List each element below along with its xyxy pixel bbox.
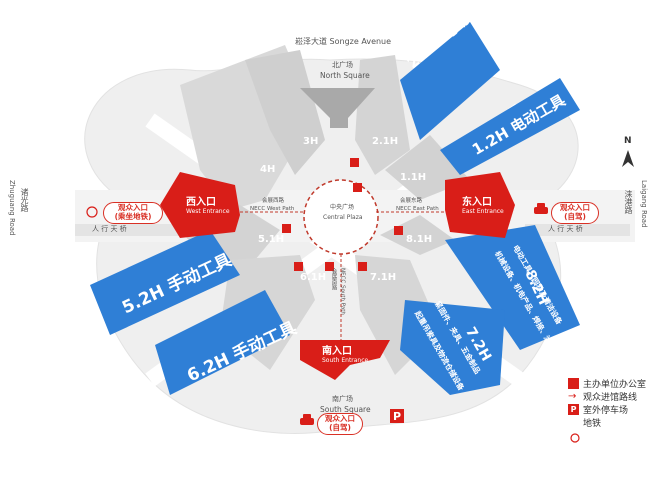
parking-icon (390, 409, 404, 423)
hall-2-1-shape (355, 55, 410, 175)
east-entrance[interactable]: 东入口 East Entrance (462, 197, 504, 215)
hall-6-2-block (155, 290, 290, 395)
south-visitor-entry-l2: (自驾) (329, 423, 351, 432)
east-visitor-entry-l1: 观众入口 (560, 203, 590, 212)
hall-5-1-label: 5.1H (258, 234, 285, 245)
compass-icon (622, 150, 634, 167)
west-visitor-entry-l2: (乘坐地铁) (114, 212, 152, 221)
hall-7-1-label: 7.1H (370, 272, 397, 283)
route-arrow-icon: → (568, 391, 577, 402)
hall-3h-label: 3H (303, 136, 319, 147)
east-entrance-shape (445, 172, 515, 238)
parking-mark: P (393, 410, 402, 423)
compass-label: N (624, 136, 632, 146)
west-visitor-entry: 观众入口 (乘坐地铁) (103, 202, 163, 224)
east-entrance-en: East Entrance (462, 207, 504, 215)
parking-legend-icon: P (568, 404, 579, 415)
south-square-cn: 南广场 (332, 395, 353, 403)
car-icon-east (534, 203, 548, 214)
blue-halls (90, 22, 580, 395)
hall-8-1-shape (380, 215, 455, 255)
legend-parking-label: 室外停车场 (583, 406, 629, 416)
metro-legend-icon (568, 417, 579, 428)
car-icon-south (300, 414, 314, 425)
hall-3h-shape (245, 50, 325, 175)
south-entrance-shape (300, 340, 390, 380)
west-visitor-entry-l1: 观众入口 (118, 203, 148, 212)
hall-6-1-label: 6.1H (300, 272, 327, 283)
metro-icon-legend (570, 433, 580, 443)
east-visitor-entry: 观众入口 (自驾) (551, 202, 599, 224)
west-entrance[interactable]: 西入口 West Entrance (186, 197, 230, 215)
legend-office-label: 主办单位办公室 (583, 380, 647, 390)
metro-icon-west (86, 206, 98, 218)
west-path-en: NECC West Path (250, 206, 295, 212)
east-path-cn: 会展东路 (400, 198, 423, 204)
walkway-east (525, 224, 630, 236)
east-entrance-cn: 东入口 (462, 197, 492, 208)
legend-office: 主办单位办公室 (568, 377, 646, 390)
south-path-cn: 会展南路 (330, 268, 337, 290)
legend-route-label: 观众进馆路线 (583, 393, 638, 403)
west-road-label-en: Zhuguang Road (8, 180, 16, 236)
hall-8-2-block (445, 225, 580, 350)
north-square-en: North Square (320, 71, 370, 80)
walkway-label-east: 人 行 天 桥 (548, 225, 583, 233)
office-markers (282, 158, 403, 271)
west-entrance-cn: 西入口 (186, 197, 216, 208)
south-square-en: South Square (320, 405, 371, 414)
hall-7-2-block (400, 300, 505, 395)
west-entrance-shape (160, 172, 240, 238)
south-entrance-cn: 南入口 (322, 346, 352, 357)
walkway-label-west: 人 行 天 桥 (92, 225, 127, 233)
legend-parking: P 室外停车场 (568, 403, 646, 416)
west-road-label-cn: 诸光路 (20, 188, 29, 212)
legend: 主办单位办公室 → 观众进馆路线 P 室外停车场 地铁 (568, 377, 646, 429)
east-path-en: NECC East Path (396, 206, 439, 212)
legend-route: → 观众进馆路线 (568, 390, 646, 403)
north-square (300, 88, 375, 128)
north-square-cn: 北广场 (332, 61, 353, 69)
south-entrance-en: South Entrance (322, 356, 369, 364)
central-plaza-en: Central Plaza (323, 214, 363, 221)
north-road-label: 崧泽大道 Songze Avenue (295, 37, 392, 46)
hall-5-2-block (90, 230, 240, 335)
south-visitor-entry-l1: 观众入口 (325, 414, 355, 423)
legend-metro-label: 地铁 (583, 419, 602, 429)
hall-8-1-label: 8.1H (406, 234, 433, 245)
east-road-label-cn: 涞港路 (624, 190, 633, 214)
hall-1-2-block (440, 78, 580, 175)
walkway-west (75, 224, 185, 236)
hall-1-1-label: 1.1H (400, 172, 427, 183)
south-entrance[interactable]: 南入口 South Entrance (322, 346, 369, 364)
hall-4h-label: 4H (260, 164, 276, 175)
south-path-en: NECC South Path (339, 268, 346, 315)
legend-metro: 地铁 (568, 416, 646, 429)
office-icon (568, 378, 579, 389)
hall-2-1-label: 2.1H (372, 136, 399, 147)
central-plaza-cn: 中央广场 (330, 204, 355, 211)
entrances (160, 172, 515, 380)
east-road-label-en: Laigang Road (640, 180, 648, 228)
south-visitor-entry: 观众入口 (自驾) (317, 413, 363, 435)
west-entrance-en: West Entrance (186, 207, 230, 215)
west-path-cn: 会展西路 (262, 198, 285, 204)
hall-2-2-block (400, 22, 500, 140)
east-visitor-entry-l2: (自驾) (564, 212, 586, 221)
